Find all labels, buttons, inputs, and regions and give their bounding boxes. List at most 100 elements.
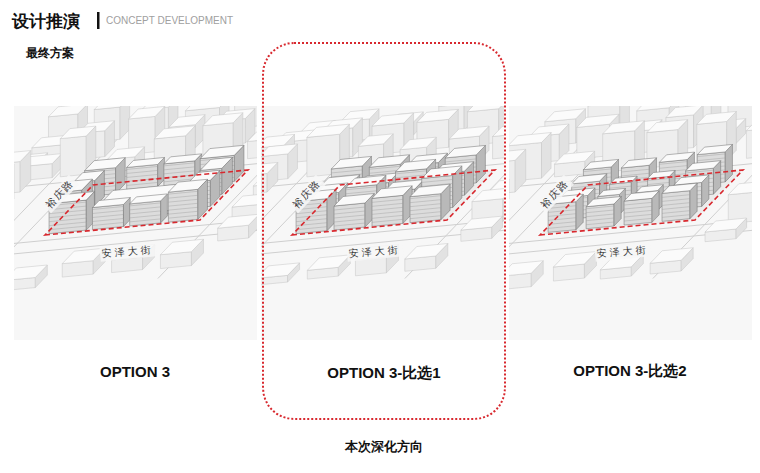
building-face [472, 188, 504, 202]
building-face [662, 191, 690, 222]
building-face [307, 255, 350, 270]
floor-line [168, 207, 197, 210]
title-separator [97, 12, 100, 29]
building-face [697, 144, 732, 154]
building-face [358, 134, 393, 146]
floor-line [296, 227, 327, 230]
building-face [705, 218, 747, 232]
floor-line [662, 207, 690, 210]
floor-line [372, 207, 403, 210]
option-caption: OPTION 3 [100, 363, 170, 380]
road-line [405, 109, 504, 279]
floor-line [586, 214, 614, 217]
building-face [261, 263, 300, 279]
floor-line [372, 219, 403, 222]
floor-line [610, 186, 632, 188]
floor-line [168, 199, 197, 202]
floor-line [410, 200, 441, 203]
floor-line [410, 212, 441, 215]
building-face [659, 152, 694, 162]
floor-line [372, 199, 403, 202]
building-face [405, 244, 448, 260]
floor-line [369, 166, 400, 169]
panel-ground [509, 106, 752, 340]
floor-line [621, 169, 649, 172]
building-face [509, 160, 515, 194]
floor-line [662, 215, 690, 218]
building-face [130, 201, 161, 226]
floor-line [92, 207, 123, 210]
floor-line [586, 218, 614, 221]
floor-line [164, 171, 195, 174]
building-face [417, 109, 458, 122]
building-face [248, 129, 257, 142]
building-face [493, 124, 504, 137]
building-face [449, 126, 489, 139]
building-face [467, 106, 504, 112]
building-face [14, 162, 20, 195]
massing-panel [261, 106, 504, 340]
road-line [509, 130, 596, 300]
building-face [637, 106, 679, 111]
option-caption: OPTION 3-比选1 [244, 364, 524, 383]
building-face [200, 157, 232, 170]
floor-line [334, 219, 365, 222]
floor-line [662, 211, 690, 214]
floor-line [697, 154, 725, 157]
building-face [107, 147, 144, 160]
floor-line [127, 166, 158, 169]
floor-line [445, 159, 476, 162]
building-face [130, 194, 168, 204]
floor-line [334, 211, 365, 214]
floor-line [662, 199, 690, 202]
building-face [218, 214, 257, 228]
floor-line [662, 203, 690, 206]
site-boundary [45, 170, 248, 235]
building-face [185, 106, 229, 111]
floor-line [92, 219, 123, 222]
building-face [697, 111, 737, 124]
building-face [746, 118, 752, 131]
building-face [127, 164, 158, 189]
building-face [586, 197, 621, 207]
floor-line [624, 218, 652, 221]
building-face [603, 121, 645, 134]
floor-line [168, 195, 197, 198]
building-face [746, 128, 752, 159]
subtitle-english: CONCEPT DEVELOPMENT [106, 15, 233, 26]
building-face [94, 106, 129, 110]
building-face [261, 144, 297, 157]
floor-line [92, 215, 123, 218]
building-face [60, 126, 96, 139]
building-face [331, 156, 371, 169]
floor-line [586, 206, 614, 209]
massing-panel [14, 106, 257, 340]
floor-line [130, 219, 161, 222]
floor-line [372, 203, 403, 206]
building-face [127, 157, 165, 167]
building-face [120, 106, 130, 139]
floor-line [659, 162, 687, 165]
floor-line [334, 215, 365, 218]
floor-line [334, 223, 365, 226]
floor-line [410, 196, 441, 199]
floor-line [127, 170, 158, 173]
building-face [624, 191, 659, 201]
floor-line [410, 204, 441, 207]
highlight-frame: OPTION 3-比选1本次深化方向 [262, 42, 506, 420]
building-face [509, 149, 526, 163]
building-face [14, 265, 47, 281]
building-face [410, 184, 450, 197]
building-face [203, 113, 243, 126]
building-face [728, 181, 752, 195]
floor-line [697, 158, 725, 161]
building-face [160, 239, 203, 255]
floor-line [396, 171, 427, 174]
floor-line [130, 215, 161, 218]
floor-line [346, 191, 377, 194]
building-face [554, 151, 594, 164]
floor-line [346, 187, 377, 190]
floor-line [168, 203, 197, 206]
floor-line [548, 226, 576, 229]
